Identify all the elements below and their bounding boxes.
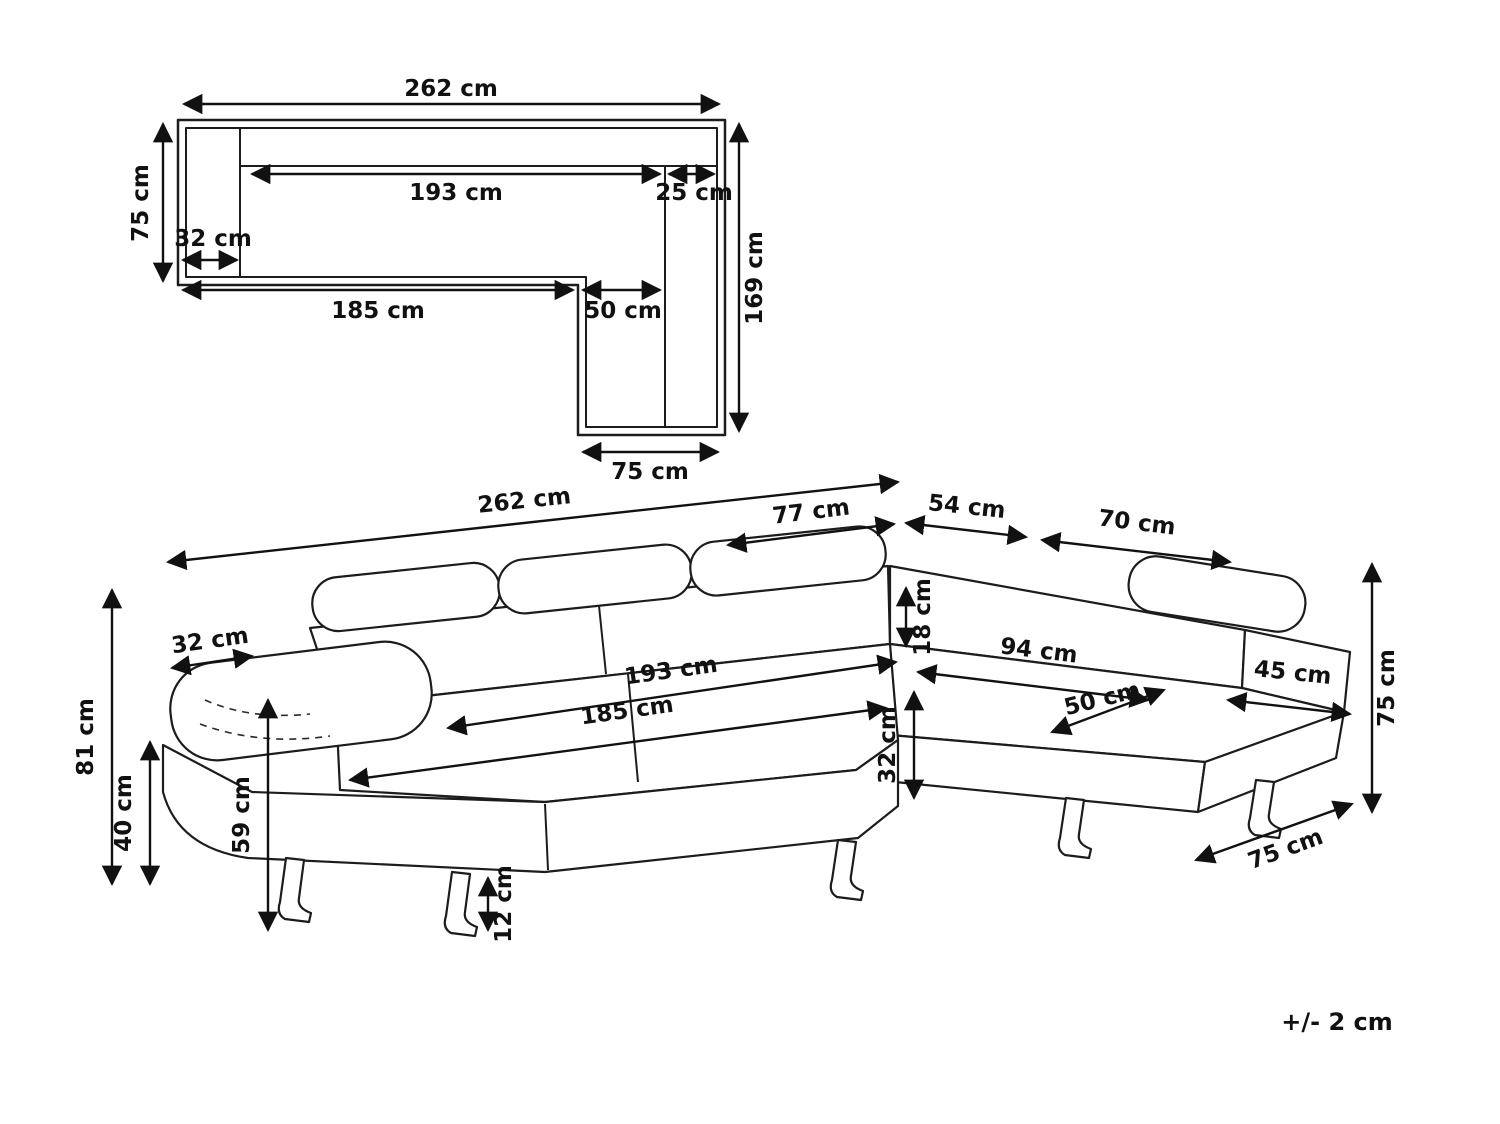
persp-leg-height-label: 12 cm: [491, 865, 517, 943]
persp-overall-height-label: 81 cm: [73, 698, 99, 776]
sofa-armrest-hidden-edge-2: [199, 723, 331, 740]
plan-side-depth-label: 75 cm: [128, 164, 154, 242]
plan-seat-width-label: 185 cm: [331, 298, 425, 324]
plan-dim-seat-width: 185 cm: [180, 279, 576, 324]
sofa-drawing: [161, 525, 1352, 938]
plan-total-depth-label: 169 cm: [742, 231, 768, 325]
plan-backrest-width-label: 193 cm: [409, 180, 503, 206]
plan-dim-chaise-width: 75 cm: [580, 441, 721, 485]
plan-armrest-width-label: 32 cm: [174, 226, 252, 252]
plan-corner-back-width-label: 25 cm: [655, 180, 733, 206]
sofa-leg: [1247, 778, 1283, 840]
plan-corner-seat-width-label: 50 cm: [584, 298, 662, 324]
persp-base-height-label: 40 cm: [111, 774, 137, 852]
plan-inner-outline: [185, 127, 718, 428]
sofa-base-seam: [544, 803, 549, 871]
persp-seat-height-label: 32 cm: [875, 706, 901, 784]
plan-dim-side-depth: 75 cm: [128, 121, 174, 284]
persp-dim-back-corner: 54 cm: [903, 490, 1029, 546]
persp-headrest-height-label: 18 cm: [910, 578, 936, 656]
persp-dim-back-right: 70 cm: [1039, 505, 1233, 570]
persp-armrest-top-label: 32 cm: [170, 623, 250, 660]
plan-outer-outline: [176, 118, 727, 437]
plan-view: 262 cm 75 cm 32 cm 193 cm 25 cm 169 cm 1…: [128, 76, 768, 485]
sofa-leg: [277, 856, 313, 924]
persp-dim-leg-height: 12 cm: [477, 865, 517, 943]
persp-total-width-label: 262 cm: [476, 483, 572, 519]
sofa-left-base: [161, 738, 900, 874]
persp-right-side-height-label: 75 cm: [1374, 649, 1400, 727]
persp-back-right-label: 70 cm: [1097, 505, 1177, 540]
plan-dim-corner-back-width: 25 cm: [655, 163, 733, 206]
persp-dim-seat-height: 32 cm: [875, 689, 925, 801]
tolerance-note: +/- 2 cm: [1281, 1008, 1392, 1036]
persp-dim-base-height: 40 cm: [111, 739, 161, 887]
persp-back-corner-label: 54 cm: [927, 490, 1007, 524]
sofa-armrest-hidden-edge-1: [204, 699, 311, 717]
plan-dim-total-width: 262 cm: [181, 76, 722, 115]
persp-dim-headrest-height: 18 cm: [895, 578, 936, 656]
plan-chaise-width-label: 75 cm: [611, 459, 689, 485]
plan-dim-corner-seat-width: 50 cm: [580, 279, 663, 324]
plan-dim-armrest-width: 32 cm: [174, 226, 252, 271]
sofa-leg: [443, 870, 479, 938]
persp-dim-chaise-depth: 75 cm: [1194, 800, 1354, 875]
perspective-view: 262 cm 77 cm 54 cm 70 cm 32 cm 18 cm 94 …: [73, 473, 1400, 943]
persp-dim-overall-height: 81 cm: [73, 587, 123, 887]
persp-dim-armrest-height: 59 cm: [229, 697, 279, 933]
plan-dim-total-depth: 169 cm: [728, 121, 768, 434]
plan-dim-backrest-width: 193 cm: [249, 163, 663, 206]
persp-back-left-label: 77 cm: [771, 494, 851, 529]
sofa-leg: [1057, 796, 1093, 860]
persp-dim-right-side-height: 75 cm: [1361, 561, 1400, 815]
sofa-leg: [829, 838, 865, 902]
persp-armrest-height-label: 59 cm: [229, 776, 255, 854]
plan-total-width-label: 262 cm: [404, 76, 498, 102]
